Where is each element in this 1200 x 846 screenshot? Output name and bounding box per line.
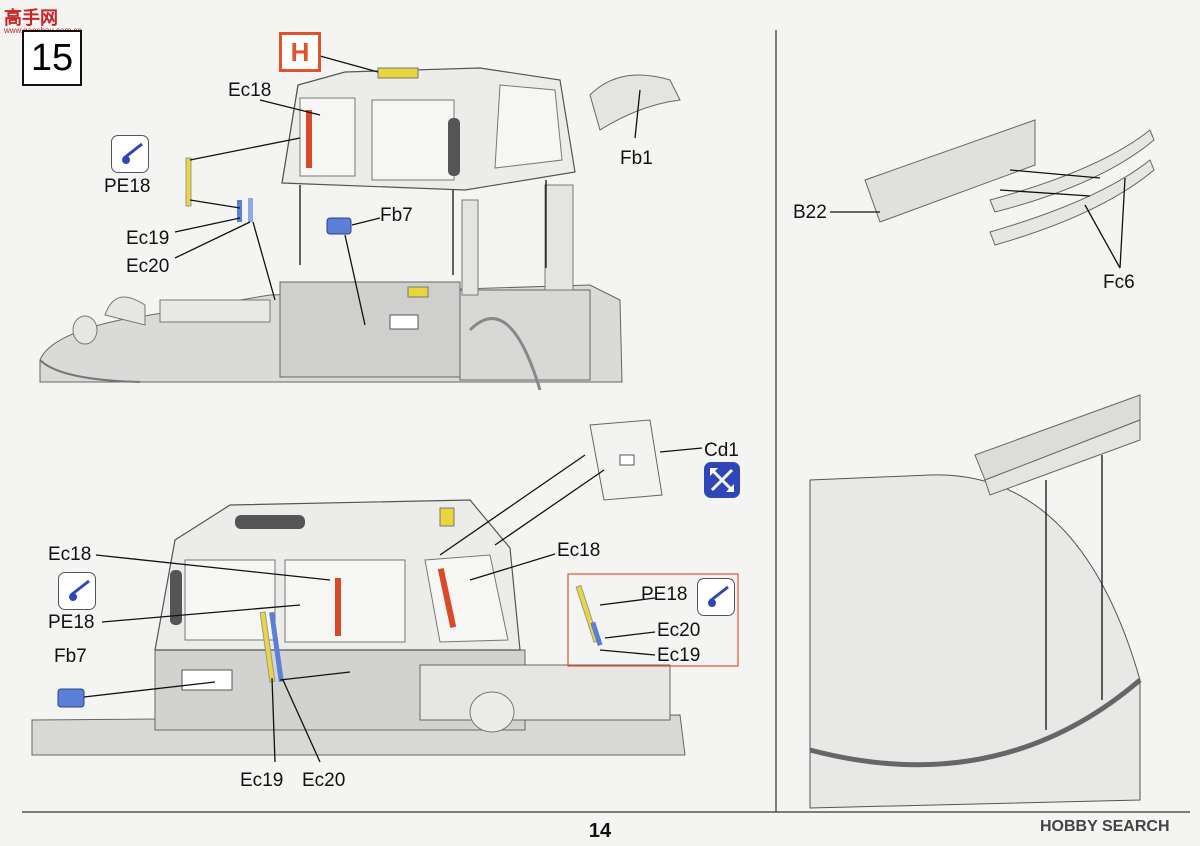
top-turret-drawing — [281, 67, 681, 191]
ec19-part-bottom — [269, 611, 284, 682]
label-pe18-bottom-left: PE18 — [48, 612, 95, 633]
label-ec18-bottom-right: Ec18 — [557, 540, 601, 561]
label-b22: B22 — [793, 202, 827, 223]
glue-icon — [697, 578, 735, 616]
cut-icon — [704, 462, 740, 498]
label-ec19-bottom-right: Ec19 — [657, 645, 701, 666]
fender-detail-drawing — [809, 394, 1142, 809]
label-fc6: Fc6 — [1103, 272, 1135, 293]
label-fb7-bottom: Fb7 — [54, 646, 87, 667]
label-fb7-top: Fb7 — [380, 205, 413, 226]
fb7-part-top — [326, 217, 352, 235]
label-ec19-bottom: Ec19 — [240, 770, 284, 791]
bottom-leaders — [83, 447, 703, 763]
step-number: 15 — [22, 30, 82, 86]
ec19-part-top — [237, 200, 242, 222]
marker-h: H — [279, 32, 321, 72]
label-pe18-bottom-right: PE18 — [641, 584, 688, 605]
glue-icon — [111, 135, 149, 173]
page-number: 14 — [588, 820, 612, 842]
label-pe18-top: PE18 — [104, 176, 151, 197]
label-ec18-bottom-left: Ec18 — [48, 544, 92, 565]
glue-icon — [58, 572, 96, 610]
label-ec20-bottom: Ec20 — [302, 770, 346, 791]
label-ec20-bottom-right: Ec20 — [657, 620, 701, 641]
watermark: HOBBY SEARCH — [1040, 818, 1170, 835]
label-fb1: Fb1 — [620, 148, 653, 169]
ec20-part-inset — [590, 621, 603, 647]
label-ec19-top: Ec19 — [126, 228, 170, 249]
site-logo: 高手网 — [4, 8, 58, 28]
label-ec18-top: Ec18 — [228, 80, 272, 101]
fb7-part-bottom — [57, 688, 85, 708]
bottom-hull-drawing — [31, 649, 686, 756]
bottom-turret-drawing — [154, 419, 663, 651]
pe18-part-top — [185, 157, 192, 207]
label-cd1: Cd1 — [704, 440, 739, 461]
detail-inset-frame — [567, 573, 739, 667]
ec20-part-top — [248, 198, 253, 222]
top-leaders — [174, 55, 641, 326]
fender-leaders — [1045, 455, 1103, 730]
right-mudguard-parts — [864, 119, 1155, 246]
top-hull-drawing — [39, 184, 623, 391]
label-ec20-top: Ec20 — [126, 256, 170, 277]
right-leaders — [830, 169, 1126, 269]
